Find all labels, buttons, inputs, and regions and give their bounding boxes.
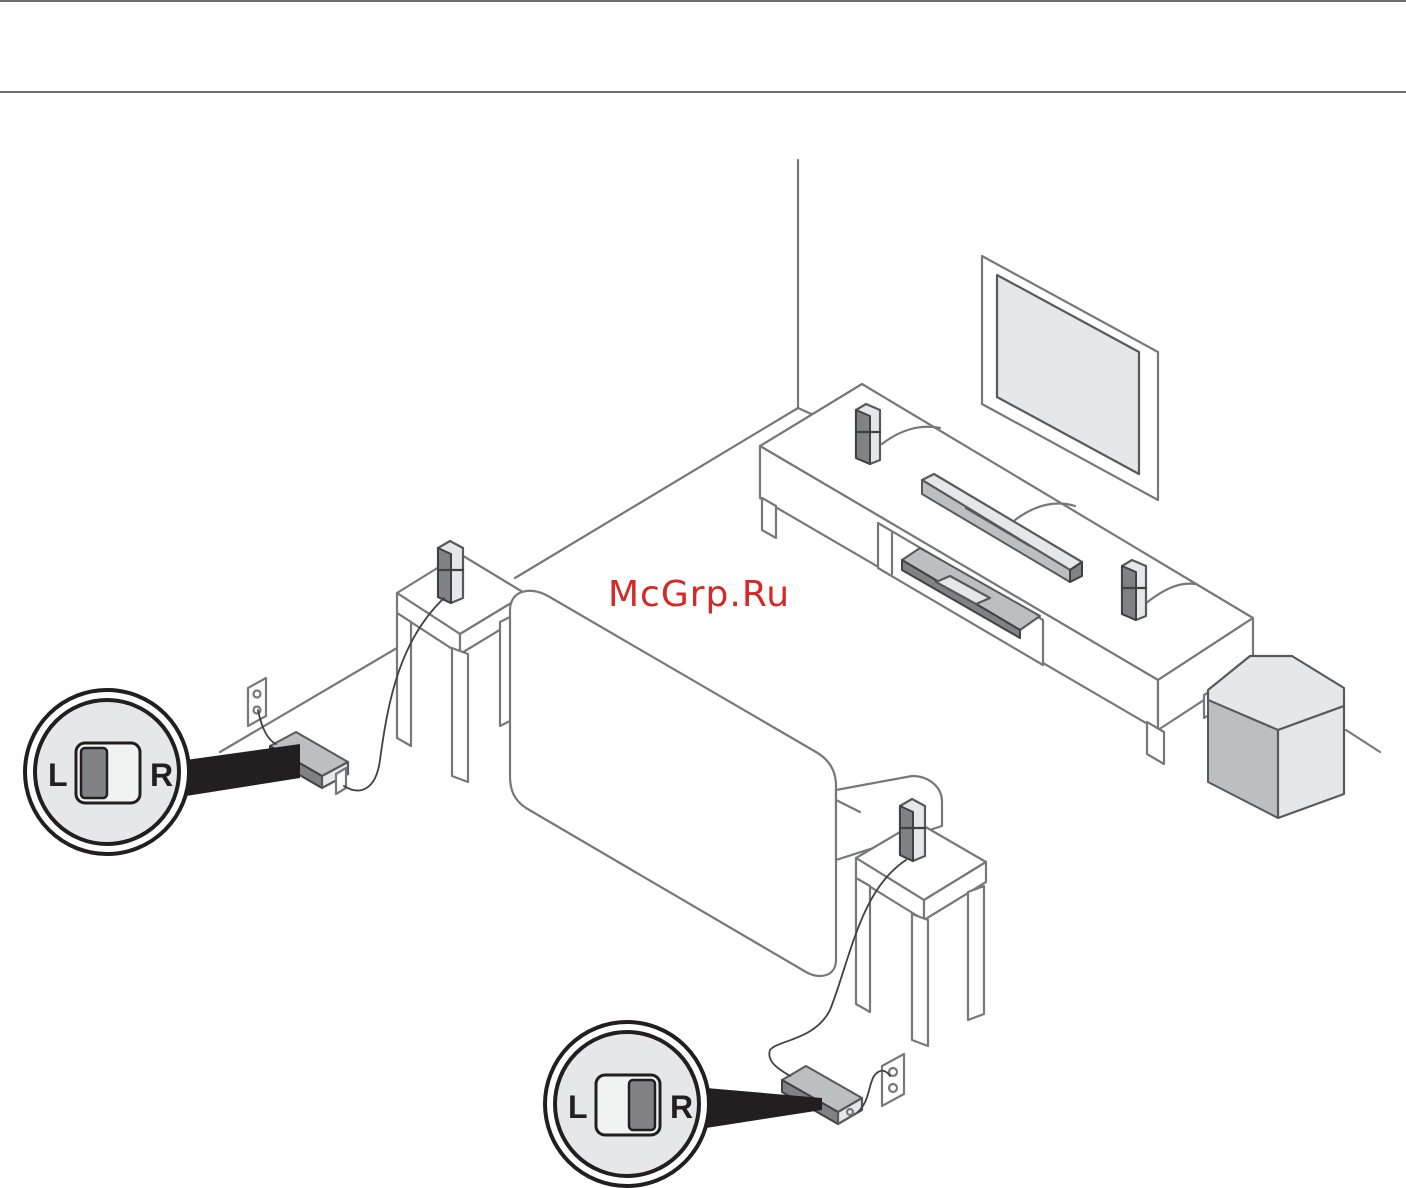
watermark-text: McGrp.Ru [608,574,790,615]
left-wall-outlet [248,678,266,726]
switch-label-right: R [150,757,173,793]
surround-right-speaker [900,799,925,861]
sofa [510,591,942,976]
lr-switch-knob [629,1080,655,1130]
television [982,256,1158,500]
callout-pointer [186,744,300,796]
front-right-speaker [1122,560,1146,620]
right-wireless-receiver [782,1066,862,1124]
switch-label-left: L [568,1089,588,1125]
right-wall-outlet [882,1054,904,1106]
lr-switch-knob [81,748,107,798]
switch-label-left: L [48,757,68,793]
bass-module [1208,656,1344,818]
media-console [760,384,1253,764]
callout-right-receiver: L R [545,1022,822,1186]
switch-label-right: R [670,1089,693,1125]
surround-left-speaker [438,541,463,603]
front-left-speaker [856,404,880,464]
